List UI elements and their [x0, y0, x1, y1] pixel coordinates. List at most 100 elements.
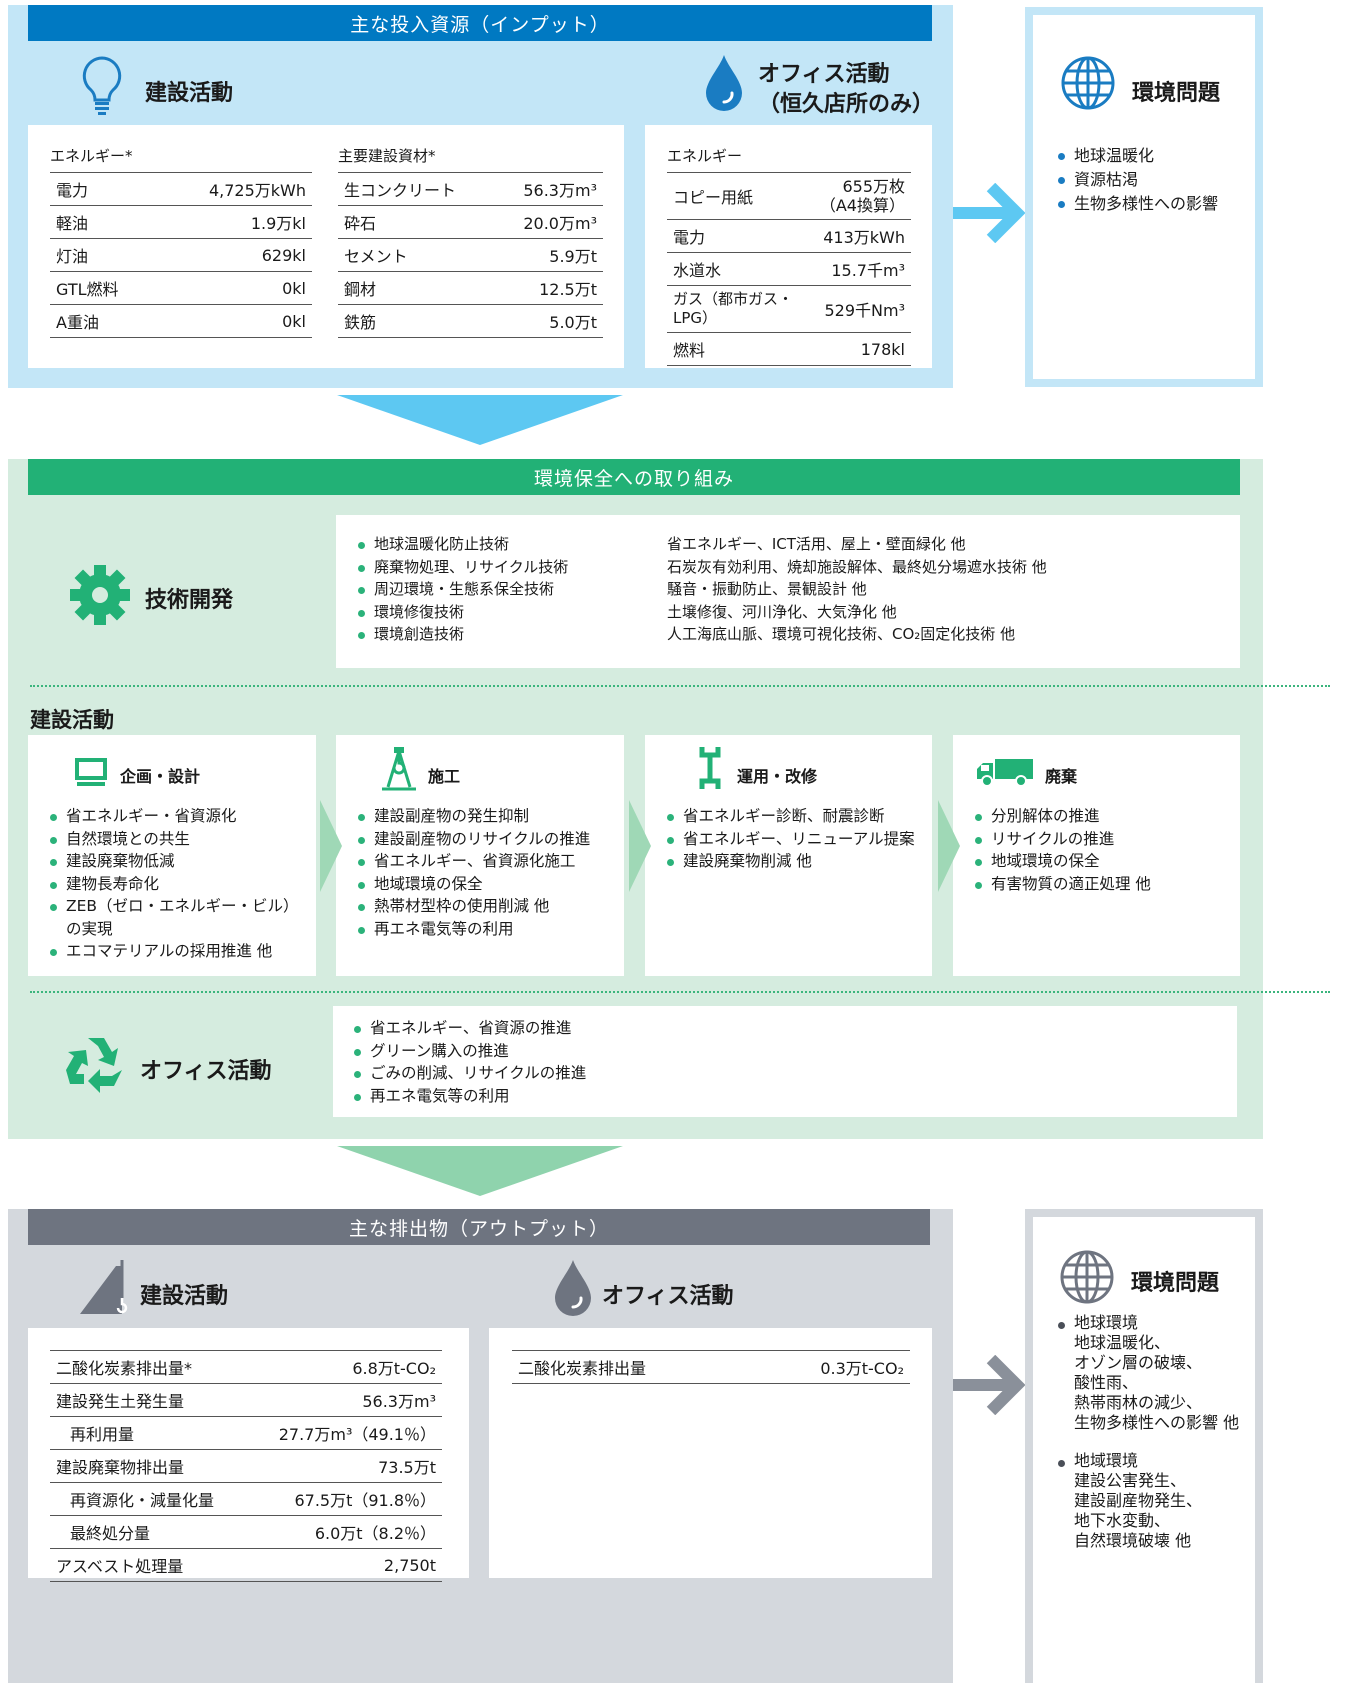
crane-hook-icon — [382, 747, 416, 791]
row-value: 12.5万t — [494, 271, 603, 305]
materials-caption: 主要建設資材* — [338, 147, 436, 165]
stage-list-construction: 建設副産物の発生抑制 建設副産物のリサイクルの推進 省エネルギー、省資源化施工 … — [356, 805, 618, 940]
group-line: オゾン層の破壊、 — [1074, 1353, 1203, 1372]
office-conservation-list: 省エネルギー、省資源の推進 グリーン購入の推進 ごみの削減、リサイクルの推進 再… — [352, 1017, 586, 1107]
table-row: 二酸化炭素排出量*6.8万t-CO₂ — [50, 1350, 442, 1384]
row-label: 建設廃棄物排出量 — [50, 1449, 247, 1483]
list-item: 生物多様性への影響 — [1056, 192, 1218, 216]
row-value-line2: （A4換算） — [819, 196, 905, 215]
list-item: 建設副産物のリサイクルの推進 — [356, 828, 618, 851]
row-value: 15.7千m³ — [807, 252, 911, 286]
row-label: 電力 — [50, 172, 157, 206]
group-line: 建設公害発生、 — [1074, 1471, 1187, 1490]
tech-list: 地球温暖化防止技術 廃棄物処理、リサイクル技術 周辺環境・生態系保全技術 環境修… — [356, 533, 568, 646]
row-label: セメント — [338, 238, 495, 272]
water-drop-icon — [555, 1260, 591, 1316]
row-label: 軽油 — [50, 205, 157, 239]
list-item: グリーン購入の推進 — [352, 1040, 586, 1063]
output-env-groups: 地球環境 地球温暖化、 オゾン層の破壊、 酸性雨、 熱帯雨林の減少、 生物多様性… — [1056, 1313, 1239, 1551]
list-item: 省エネルギー、省資源化施工 — [356, 850, 618, 873]
desc-line: 土壌修復、河川浄化、大気浄化 他 — [667, 602, 897, 621]
row-value: 2,750t — [246, 1548, 442, 1582]
office-energy-caption: エネルギー — [667, 147, 743, 165]
row-label: 電力 — [667, 219, 808, 253]
row-value: 655万枚（A4換算） — [807, 172, 911, 220]
pile-driver-icon — [80, 1260, 128, 1314]
row-label: 二酸化炭素排出量 — [512, 1350, 749, 1384]
row-value: 20.0万m³ — [494, 205, 603, 239]
list-item: 廃棄物処理、リサイクル技術 — [356, 556, 568, 579]
list-item: 省エネルギー、リニューアル提案 — [665, 828, 927, 851]
construction-activity-heading: 建設活動 — [30, 708, 114, 732]
input-env-heading: 環境問題 — [1132, 81, 1221, 106]
group-title: 地域環境 — [1074, 1451, 1139, 1470]
list-item: 資源枯渇 — [1056, 168, 1218, 192]
monitor-icon — [75, 758, 107, 786]
right-arrow-icon — [953, 1355, 1025, 1415]
down-arrow-1 — [337, 395, 623, 445]
desc-line: 人工海底山脈、環境可視化技術、CO₂固定化技術 他 — [667, 625, 1016, 643]
row-label-line1: ガス（都市ガス・ — [673, 290, 794, 308]
row-value: 6.8万t-CO₂ — [246, 1350, 442, 1384]
row-label: アスベスト処理量 — [50, 1548, 247, 1582]
input-office-heading-line1: オフィス活動 — [758, 62, 890, 87]
row-label: 最終処分量 — [50, 1515, 247, 1549]
list-item: 地球温暖化 — [1056, 144, 1218, 168]
row-label: 水道水 — [667, 252, 808, 286]
group-line: 酸性雨、 — [1074, 1373, 1139, 1392]
tech-descs: 省エネルギー、ICT活用、屋上・壁面緑化 他 石炭灰有効利用、焼却施設解体、最終… — [667, 533, 1047, 646]
list-item: 周辺環境・生態系保全技術 — [356, 578, 568, 601]
list-item: 省エネルギー、省資源の推進 — [352, 1017, 586, 1040]
gear-icon — [70, 565, 130, 625]
list-item: 再エネ電気等の利用 — [352, 1085, 586, 1108]
list-item: ごみの削減、リサイクルの推進 — [352, 1062, 586, 1085]
list-item: 再エネ電気等の利用 — [356, 918, 618, 941]
stage-arrow — [938, 800, 960, 892]
list-item: ZEB（ゼロ・エネルギー・ビル）の実現 — [48, 895, 298, 940]
input-office-heading-line2: （恒久店所のみ） — [758, 92, 935, 117]
water-drop-icon — [706, 55, 742, 111]
list-item: 環境修復技術 — [356, 601, 568, 624]
stage-title: 施工 — [428, 767, 461, 786]
office-conservation-heading: オフィス活動 — [140, 1059, 272, 1084]
input-env-issues-box — [1025, 7, 1263, 387]
group-line: 地下水変動、 — [1074, 1511, 1171, 1530]
row-value: 56.3万m³ — [494, 172, 603, 206]
list-item: 省エネルギー診断、耐震診断 — [665, 805, 927, 828]
output-env-heading: 環境問題 — [1131, 1271, 1220, 1296]
row-value: 629kl — [156, 238, 312, 272]
stage-list-operation: 省エネルギー診断、耐震診断 省エネルギー、リニューアル提案 建設廃棄物削減 他 — [665, 805, 927, 873]
energy-caption: エネルギー* — [50, 147, 133, 165]
desc-line: 騒音・振動防止、景観設計 他 — [667, 580, 867, 598]
group-line: 自然環境破壊 他 — [1074, 1531, 1192, 1550]
down-arrow-2 — [337, 1146, 623, 1196]
output-env-issues-box — [1025, 1209, 1263, 1683]
output-bar: 主な排出物（アウトプット） — [28, 1209, 930, 1245]
group-line: 生物多様性への影響 他 — [1074, 1413, 1240, 1432]
divider — [30, 685, 1330, 687]
row-label: A重油 — [50, 304, 157, 338]
row-value: 5.0万t — [494, 304, 603, 338]
list-item: 地球温暖化防止技術 — [356, 533, 568, 556]
row-label: 再利用量 — [50, 1416, 247, 1450]
row-label-line2: LPG） — [673, 309, 718, 327]
